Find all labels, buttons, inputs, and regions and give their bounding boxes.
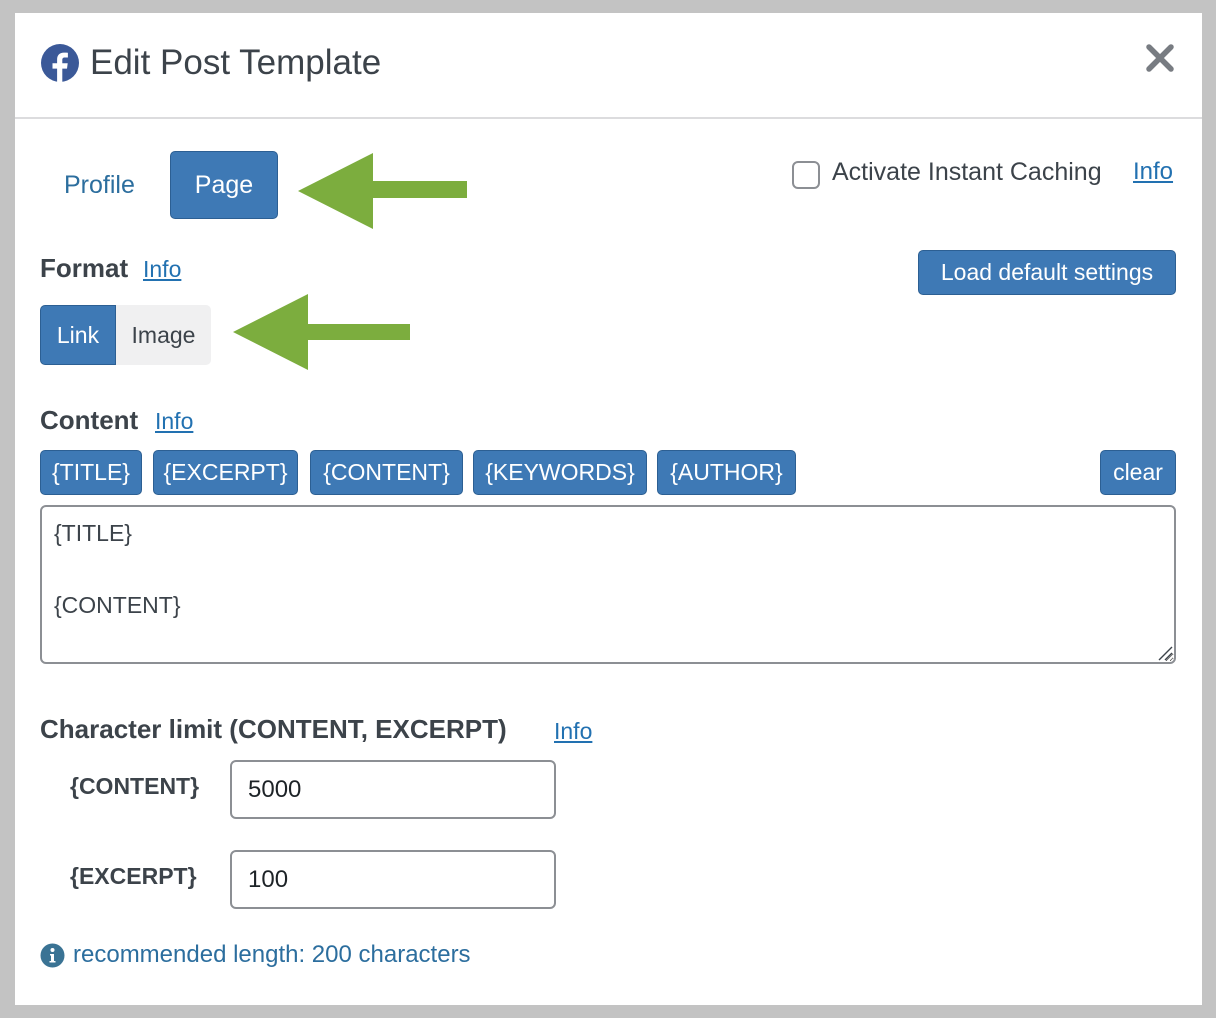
load-default-settings-button[interactable]: Load default settings xyxy=(918,250,1176,295)
excerpt-limit-label: {EXCERPT} xyxy=(70,863,197,889)
content-template-textarea[interactable]: {TITLE} {CONTENT} xyxy=(40,505,1176,664)
content-limit-input[interactable] xyxy=(230,760,556,819)
arrow-pointer-icon xyxy=(233,294,410,370)
info-icon xyxy=(40,943,65,967)
clear-button[interactable]: clear xyxy=(1100,450,1176,495)
token-title-button[interactable]: {TITLE} xyxy=(40,450,142,495)
format-image-button[interactable]: Image xyxy=(116,305,211,365)
token-keywords-button[interactable]: {KEYWORDS} xyxy=(473,450,647,495)
instant-caching-label: Activate Instant Caching xyxy=(832,158,1102,186)
facebook-icon xyxy=(41,44,79,83)
close-icon[interactable] xyxy=(1143,41,1177,75)
dialog-title: Edit Post Template xyxy=(90,43,382,82)
token-excerpt-button[interactable]: {EXCERPT} xyxy=(153,450,298,495)
content-info-link[interactable]: Info xyxy=(155,408,194,434)
resize-handle-icon[interactable] xyxy=(1155,643,1173,661)
tab-page[interactable]: Page xyxy=(170,151,278,219)
character-limit-heading: Character limit (CONTENT, EXCERPT) xyxy=(40,714,507,744)
format-heading: Format xyxy=(40,253,129,283)
recommended-length-hint: recommended length: 200 characters xyxy=(40,941,471,969)
edit-post-template-dialog: Edit Post Template Profile Page Activate… xyxy=(15,13,1202,1005)
recommended-length-text: recommended length: 200 characters xyxy=(73,941,471,968)
instant-caching-info-link[interactable]: Info xyxy=(1133,158,1174,185)
instant-caching-checkbox[interactable] xyxy=(792,161,820,189)
excerpt-limit-input[interactable] xyxy=(230,850,556,909)
tab-profile[interactable]: Profile xyxy=(64,171,135,199)
arrow-pointer-icon xyxy=(298,153,467,229)
token-author-button[interactable]: {AUTHOR} xyxy=(657,450,796,495)
format-info-link[interactable]: Info xyxy=(143,256,182,282)
character-limit-info-link[interactable]: Info xyxy=(554,718,593,744)
content-heading: Content xyxy=(40,405,139,435)
token-content-button[interactable]: {CONTENT} xyxy=(310,450,463,495)
content-limit-label: {CONTENT} xyxy=(70,773,200,799)
dialog-header: Edit Post Template xyxy=(15,13,1202,119)
format-link-button[interactable]: Link xyxy=(40,305,116,365)
